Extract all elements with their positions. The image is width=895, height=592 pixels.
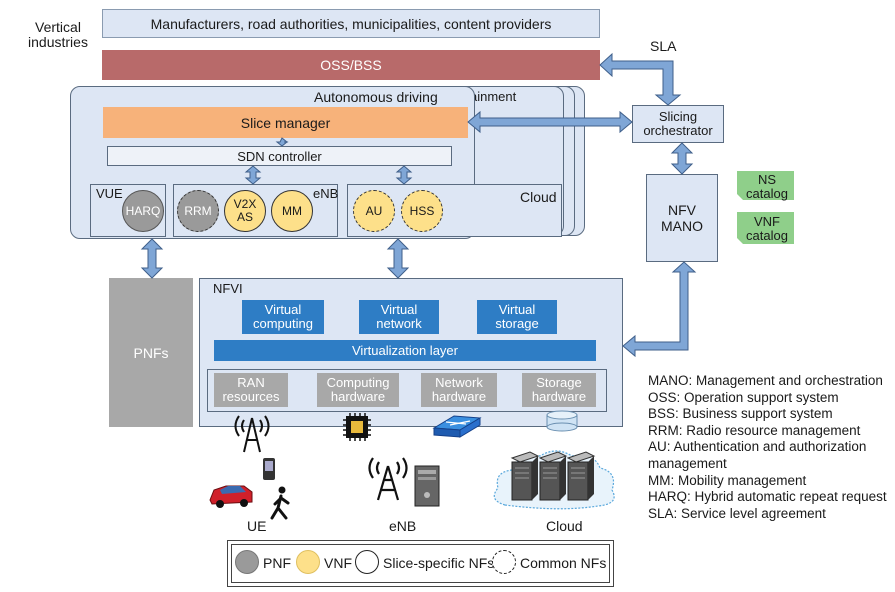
vue-pnfs-arrow (140, 238, 164, 279)
sdn-controller-label: SDN controller (237, 148, 322, 164)
virtualization-layer-label: Virtualization layer (352, 342, 458, 358)
virtual-network: Virtual network (359, 300, 439, 334)
legend-common-swatch (492, 550, 516, 574)
slice-manager: Slice manager (103, 107, 468, 138)
nfvi-label: NFVI (213, 281, 243, 296)
glossary-item: SLA: Service level agreement (648, 505, 826, 521)
ran-resources: RAN resources (214, 373, 288, 407)
legend-inner (231, 544, 610, 583)
rrm-nf: RRM (177, 190, 219, 232)
pnfs-box: PNFs (109, 278, 193, 427)
glossary-item: AU: Authentication and authorization (648, 439, 867, 455)
orchestrator-mano-arrow (670, 142, 694, 175)
harq-nf: HARQ (122, 190, 164, 232)
cloud-bottom-label: Cloud (546, 518, 583, 534)
storage-icon (546, 410, 578, 432)
legend-vnf-swatch (296, 550, 320, 574)
enb-label: eNB (313, 186, 339, 201)
vertical-industries-label: Vertical industries (28, 19, 88, 50)
glossary-item: MM: Mobility management (648, 472, 807, 488)
glossary-item: management (648, 455, 727, 471)
virtualization-layer: Virtualization layer (214, 340, 596, 361)
nfv-mano: NFV MANO (646, 174, 718, 262)
vnf-catalog: VNF catalog (746, 214, 788, 243)
sdn-cloud-arrow (395, 165, 413, 185)
glossary-item: HARQ: Hybrid automatic repeat request (648, 489, 887, 505)
glossary-item: BSS: Business support system (648, 406, 833, 422)
antenna-icon (234, 415, 270, 453)
ns-catalog: NS catalog (746, 172, 788, 201)
sla-label: SLA (650, 38, 677, 54)
manager-sdn-arrow (275, 137, 289, 147)
glossary-item: RRM: Radio resource management (648, 422, 861, 438)
pnfs-label: PNFs (133, 344, 169, 361)
slice-orchestrator-arrow (467, 110, 633, 134)
chip-icon (343, 413, 371, 441)
glossary: MANO: Management and orchestration OSS: … (648, 373, 893, 522)
mano-nfvi-arrow (622, 261, 697, 358)
computing-hardware: Computing hardware (317, 373, 399, 407)
ue-label: UE (247, 518, 267, 534)
cloud-servers-icon (510, 451, 596, 501)
sdn-controller: SDN controller (107, 146, 452, 166)
legend-slice-specific-label: Slice-specific NFs (383, 555, 495, 571)
v2x-as-nf: V2X AS (224, 190, 266, 232)
oss-bss-label: OSS/BSS (320, 57, 382, 73)
mm-nf: MM (271, 190, 313, 232)
virtual-computing: Virtual computing (242, 300, 324, 334)
slice-title: Autonomous driving (314, 89, 438, 105)
glossary-item: MANO: Management and orchestration (648, 373, 883, 388)
pedestrian-icon (270, 486, 290, 520)
enb-tower-icon (368, 457, 408, 501)
virtual-storage: Virtual storage (477, 300, 557, 334)
enb-server-icon (414, 465, 440, 507)
enb-bottom-label: eNB (389, 518, 417, 534)
cloud-box-label: Cloud (520, 189, 557, 205)
cloud-nfvi-arrow (386, 238, 410, 279)
vue-label: VUE (96, 186, 123, 201)
legend-slice-specific-swatch (355, 550, 379, 574)
phone-icon (263, 458, 275, 480)
sla-arrow (599, 52, 682, 106)
legend-common-label: Common NFs (520, 555, 607, 571)
oss-bss-bar: OSS/BSS (102, 50, 600, 80)
glossary-item: OSS: Operation support system (648, 389, 839, 405)
car-icon (209, 485, 253, 508)
network-hardware: Network hardware (421, 373, 497, 407)
switch-icon (432, 415, 482, 438)
au-nf: AU (353, 190, 395, 232)
verticals-bar: Manufacturers, road authorities, municip… (102, 9, 600, 38)
legend-vnf-label: VNF (324, 555, 352, 571)
legend-pnf-label: PNF (263, 555, 291, 571)
hss-nf: HSS (401, 190, 443, 232)
legend-pnf-swatch (235, 550, 259, 574)
slice-back-title: ainment (470, 89, 517, 104)
verticals-bar-label: Manufacturers, road authorities, municip… (150, 15, 552, 32)
slicing-orchestrator: Slicing orchestrator (632, 105, 724, 143)
storage-hardware: Storage hardware (522, 373, 596, 407)
sdn-enb-arrow (244, 165, 262, 185)
slice-manager-label: Slice manager (240, 114, 331, 131)
